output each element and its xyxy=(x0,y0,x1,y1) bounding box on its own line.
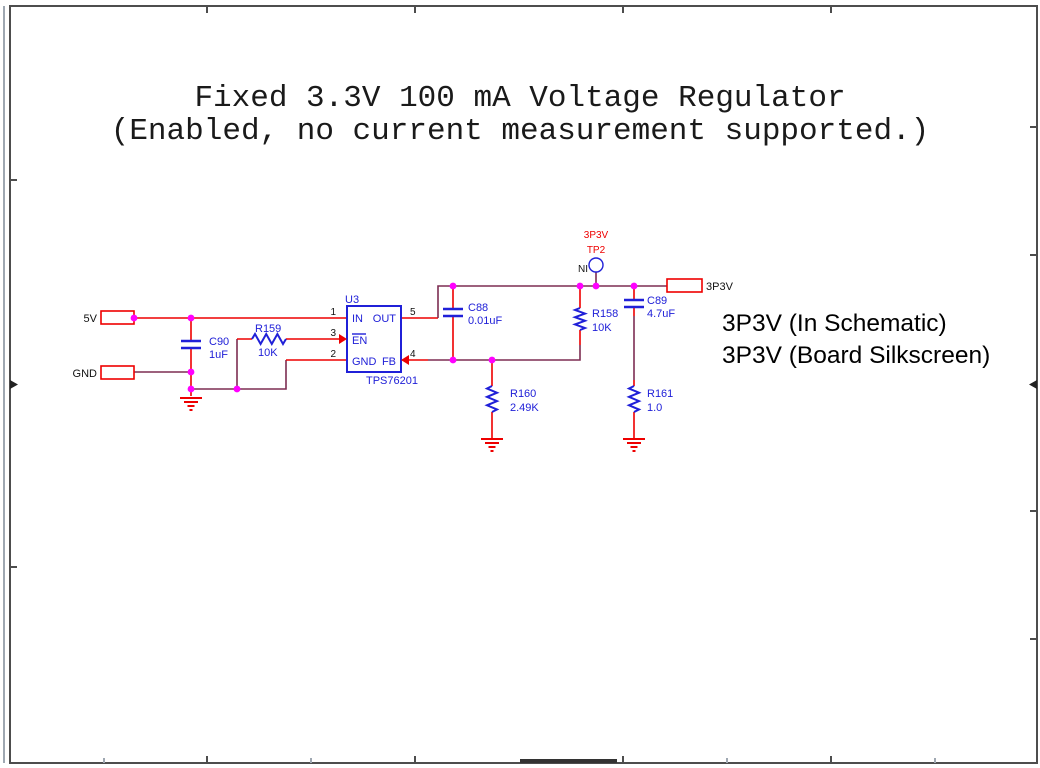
junction-dots xyxy=(130,282,638,393)
wire-gnd-rail xyxy=(191,360,287,390)
c88-refdes: C88 xyxy=(468,302,488,314)
r158-value: 10K xyxy=(592,322,612,334)
tp2-refdes: TP2 xyxy=(587,245,606,256)
port-5v-label: 5V xyxy=(84,313,98,325)
pin-num-2: 2 xyxy=(330,349,336,360)
resistor-r160-symbol xyxy=(484,385,500,413)
capacitor-c89: C89 4.7uF xyxy=(624,295,675,320)
capacitor-c88: C88 0.01uF xyxy=(443,302,503,327)
ic-u3-refdes: U3 xyxy=(345,294,359,306)
ground-symbol-r161 xyxy=(623,438,645,452)
junction-dot xyxy=(187,385,195,393)
junction-dot xyxy=(187,368,195,376)
c89-refdes: C89 xyxy=(647,295,667,307)
wire-fb-rail xyxy=(428,345,581,361)
junction-dot xyxy=(488,356,496,364)
capacitor-c89-symbol xyxy=(624,298,644,309)
port-3p3v-symbol xyxy=(666,278,703,293)
r159-refdes: R159 xyxy=(255,323,281,335)
pin-name-out: OUT xyxy=(373,313,397,325)
testpoint-tp2: 3P3V TP2 NI xyxy=(578,230,609,275)
net-annotation: 3P3V (In Schematic) 3P3V (Board Silkscre… xyxy=(722,308,990,372)
junction-dot xyxy=(449,356,457,364)
port-gnd: GND xyxy=(73,365,135,380)
resistor-r159: R159 10K xyxy=(251,323,287,359)
c89-value: 4.7uF xyxy=(647,308,675,320)
c88-value: 0.01uF xyxy=(468,315,503,327)
r161-refdes: R161 xyxy=(647,388,673,400)
pin-name-fb: FB xyxy=(382,356,396,368)
resistor-r158-symbol xyxy=(572,307,588,331)
junction-dot xyxy=(449,282,457,290)
pin-name-gnd: GND xyxy=(352,356,377,368)
port-3p3v-label: 3P3V xyxy=(706,281,734,293)
tp2-pad-icon xyxy=(588,257,604,273)
sheet-frame xyxy=(3,5,1038,764)
resistor-r160: R160 2.49K xyxy=(484,385,539,414)
c90-refdes: C90 xyxy=(209,336,229,348)
pin-num-3: 3 xyxy=(330,328,336,339)
resistor-r161: R161 1.0 xyxy=(626,385,673,414)
junction-dot xyxy=(233,385,241,393)
ground-symbol-c90 xyxy=(180,397,202,411)
pin-num-4: 4 xyxy=(410,349,416,360)
annotation-board-silkscreen: 3P3V (Board Silkscreen) xyxy=(722,342,991,369)
ic-u3-partnumber: TPS76201 xyxy=(366,375,418,387)
junction-dot xyxy=(630,282,638,290)
port-gnd-label: GND xyxy=(73,368,98,380)
tp2-ni-flag: NI xyxy=(578,264,588,275)
pin-num-1: 1 xyxy=(330,307,336,318)
junction-dot xyxy=(592,282,600,290)
r160-value: 2.49K xyxy=(510,402,539,414)
junction-dot xyxy=(576,282,584,290)
ground-symbol-r160 xyxy=(481,438,503,452)
sheet-title-line1: Fixed 3.3V 100 mA Voltage Regulator xyxy=(194,81,846,116)
junction-dot xyxy=(130,314,138,322)
resistor-r161-symbol xyxy=(626,385,642,413)
sheet-title: Fixed 3.3V 100 mA Voltage Regulator(Enab… xyxy=(15,82,1025,148)
capacitor-c88-symbol xyxy=(443,307,463,318)
resistor-r159-symbol xyxy=(251,331,287,347)
r161-value: 1.0 xyxy=(647,402,662,414)
en-pin-arrow-icon xyxy=(339,334,347,344)
resistor-r158: R158 10K xyxy=(572,307,618,334)
r158-refdes: R158 xyxy=(592,308,618,320)
junction-dot xyxy=(187,314,195,322)
r160-refdes: R160 xyxy=(510,388,536,400)
port-gnd-symbol xyxy=(100,365,135,380)
pin-name-en: EN xyxy=(352,335,367,347)
wire-3p3v-rail xyxy=(437,285,667,318)
annotation-in-schematic: 3P3V (In Schematic) xyxy=(722,310,947,337)
port-3p3v: 3P3V xyxy=(666,278,734,293)
port-5v: 5V xyxy=(84,310,135,325)
capacitor-c90-symbol xyxy=(181,339,201,350)
capacitor-c90: C90 1uF xyxy=(181,336,229,361)
port-5v-symbol xyxy=(100,310,135,325)
tp2-net-label: 3P3V xyxy=(584,230,609,241)
c90-value: 1uF xyxy=(209,349,228,361)
fb-pin-arrow-icon xyxy=(401,355,409,365)
pin-num-5: 5 xyxy=(410,307,416,318)
r159-value: 10K xyxy=(258,347,278,359)
pin-name-in: IN xyxy=(352,313,363,325)
ic-u3: U3 TPS76201 IN OUT EN GND FB 1 3 2 5 4 xyxy=(330,294,418,387)
sheet-title-line2: (Enabled, no current measurement support… xyxy=(110,114,930,149)
